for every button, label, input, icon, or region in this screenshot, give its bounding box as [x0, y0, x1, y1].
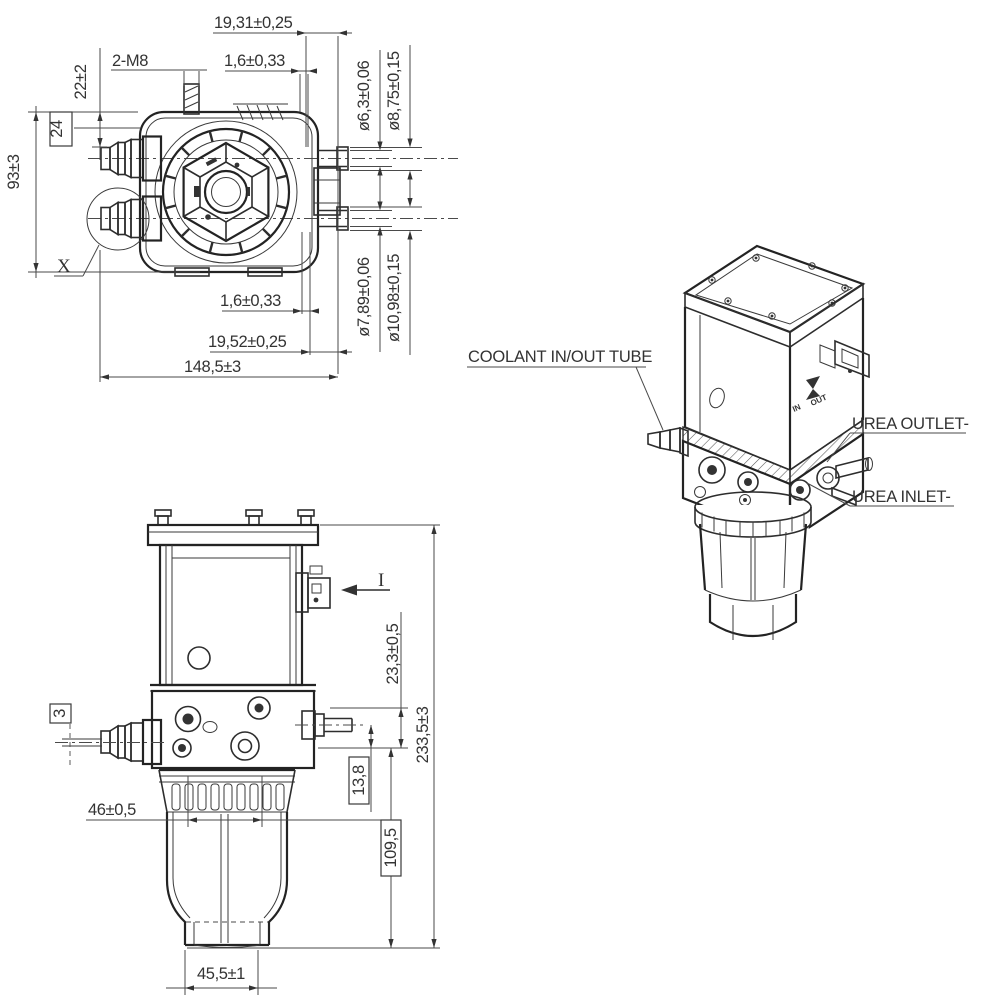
- extension-lines-side: [86, 524, 440, 995]
- coolant-barb-upper: [99, 135, 163, 182]
- dim-outlet-width: 45,5±1: [197, 965, 245, 983]
- dim-overall-width: 148,5±3: [184, 358, 241, 376]
- dim-height-left: 93±3: [5, 154, 23, 189]
- foot-right: [247, 267, 283, 277]
- pump-block-bosses: [172, 696, 271, 761]
- top-vent-ribs: [233, 103, 288, 121]
- urea-inlet-label: UREA INLET-: [852, 488, 951, 506]
- basic-dim-box-109-5: [380, 819, 402, 877]
- body-port-circle: [187, 646, 211, 670]
- filter-bottom-cap: [708, 594, 798, 638]
- pump-body-outline: [138, 110, 320, 274]
- coolant-barb-lower: [99, 195, 163, 242]
- iso-view: IN OUT: [467, 244, 969, 643]
- dim-boxed-24: 24: [48, 120, 66, 138]
- front-view: [86, 83, 458, 277]
- cover-bolts: [708, 254, 849, 320]
- side-view: [55, 509, 366, 948]
- filter-assembly: [158, 768, 296, 948]
- side-urea-tube: [295, 710, 366, 740]
- arrowheads: [33, 30, 413, 380]
- iso-callouts: COOLANT IN/OUT TUBE UREA OUTLET- UREA IN…: [467, 348, 969, 507]
- face-spokes: [183, 143, 269, 241]
- port-in-label: IN: [791, 402, 802, 414]
- iso-coolant-barb: [647, 426, 689, 458]
- seal-band-left: [682, 425, 791, 486]
- dim-boxed-13-8: 13,8: [350, 765, 368, 796]
- dim-width-top: 19,31±0,25: [214, 14, 293, 32]
- face-ring-tabs: [164, 130, 288, 254]
- dim-offset-top: 1,6±0,33: [224, 52, 285, 70]
- side-view-dimensions: 3 I 23,3±0,5 233,5±3 13,8 109,5 46±0,5 4…: [49, 524, 440, 995]
- basic-dim-box-13-8: [348, 756, 370, 805]
- filter-ribs: [171, 783, 285, 811]
- dim-upper: 23,3±0,5: [384, 623, 402, 684]
- dia-bottom-inner: ø7,89±0,06: [355, 257, 373, 337]
- dim-boxed-109-5: 109,5: [382, 828, 400, 868]
- dia-bottom-outer: ø10,98±0,15: [385, 254, 403, 342]
- pump-face: [154, 120, 298, 264]
- face-markings: [194, 157, 250, 220]
- view-label-I: I: [378, 570, 384, 591]
- dim-width-bottom: 19,52±0,25: [208, 333, 287, 351]
- dim-stud-height: 22±2: [72, 64, 90, 99]
- iso-cover: [682, 244, 866, 349]
- basic-dim-box-3: [49, 703, 72, 724]
- x-mark: [806, 376, 820, 400]
- dim-offset-bottom: 1,6±0,33: [220, 292, 281, 310]
- front-view-dimensions: 19,31±0,25 2-M8 1,6±0,33 22±2 24 93±3 X …: [5, 14, 422, 382]
- bolt-spec-label: 2-M8: [112, 52, 148, 70]
- arrowheads-side: [185, 525, 437, 991]
- dia-top-inner: ø6,3±0,06: [355, 60, 373, 131]
- filter-ring-slots: [701, 512, 805, 537]
- pump-body-inner: [145, 117, 313, 267]
- outlet-manifold: [313, 167, 341, 216]
- iso-filter: [694, 491, 812, 643]
- top-bolts: [154, 509, 315, 526]
- detail-circle-x: [86, 187, 150, 251]
- basic-dim-box-24: [49, 111, 73, 147]
- urea-inlet-fitting: [831, 486, 857, 507]
- motor-body: [158, 543, 304, 687]
- mounting-stud: [183, 83, 200, 115]
- detail-x-label: X: [57, 256, 71, 277]
- coolant-label: COOLANT IN/OUT TUBE: [468, 348, 652, 366]
- electrical-connector: [295, 565, 331, 613]
- dia-top-outer: ø8,75±0,15: [385, 51, 403, 131]
- pump-block: [150, 689, 316, 770]
- view-direction-arrow: [341, 584, 390, 596]
- dim-boxed-3: 3: [51, 709, 69, 718]
- urea-outlet-label: UREA OUTLET-: [852, 415, 969, 433]
- dim-filter-width: 46±0,5: [88, 801, 136, 819]
- dim-overall-height: 233,5±3: [414, 706, 432, 763]
- top-plate: [146, 523, 320, 547]
